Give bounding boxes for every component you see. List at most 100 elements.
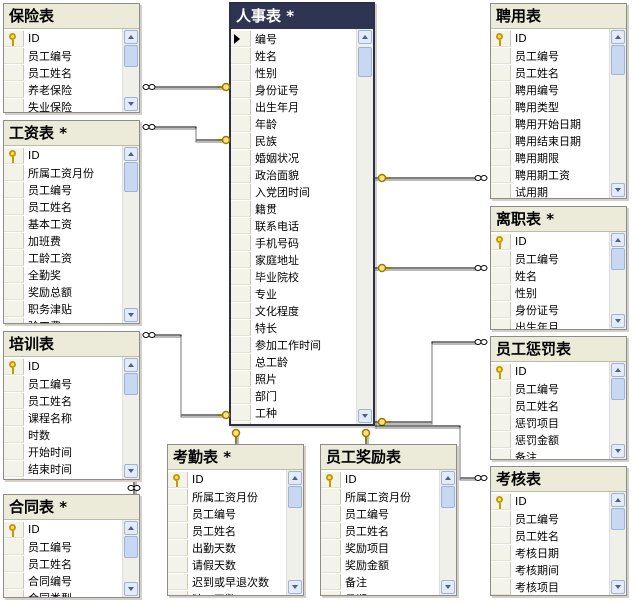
row-selector[interactable] [168, 590, 188, 595]
row-selector[interactable] [4, 181, 24, 198]
row-selector[interactable] [4, 164, 24, 181]
field-row[interactable]: 政治面貌 [231, 166, 356, 183]
field-row[interactable]: 时数 [4, 426, 122, 443]
row-selector[interactable] [231, 217, 251, 234]
field-row[interactable]: 员工编号 [491, 380, 609, 397]
row-selector[interactable] [4, 283, 24, 300]
row-selector[interactable] [168, 556, 188, 573]
field-row[interactable]: 工龄工资 [4, 249, 122, 266]
scroll-up-icon[interactable] [611, 493, 625, 507]
field-row[interactable]: 手机号码 [231, 234, 356, 251]
vertical-scrollbar[interactable] [609, 232, 626, 329]
row-selector[interactable] [491, 132, 511, 149]
row-selector[interactable] [231, 268, 251, 285]
field-row[interactable]: 出生年月 [231, 98, 356, 115]
field-row[interactable]: 所属工资月份 [4, 164, 122, 181]
field-row[interactable]: 姓名 [491, 267, 609, 284]
row-selector[interactable] [4, 409, 24, 426]
row-selector[interactable] [231, 30, 251, 47]
row-selector[interactable] [491, 47, 511, 64]
row-selector[interactable] [231, 166, 251, 183]
row-selector[interactable] [491, 64, 511, 81]
field-row[interactable]: 职务 [231, 421, 356, 424]
scroll-up-icon[interactable] [124, 30, 138, 44]
field-row[interactable]: 民族 [231, 132, 356, 149]
scroll-thumb[interactable] [124, 536, 138, 558]
field-row[interactable]: 试用期 [491, 183, 609, 198]
row-selector[interactable] [491, 267, 511, 284]
row-selector[interactable] [4, 266, 24, 283]
row-selector[interactable] [4, 555, 24, 572]
vertical-scrollbar[interactable] [356, 29, 373, 424]
row-selector[interactable] [4, 81, 24, 98]
field-row[interactable]: 员工姓名 [4, 392, 122, 409]
field-row[interactable]: 聘用类型 [491, 98, 609, 115]
row-selector[interactable] [491, 431, 511, 448]
row-selector[interactable] [168, 505, 188, 522]
table-title[interactable]: 离职表 * [491, 207, 626, 232]
row-selector[interactable] [231, 149, 251, 166]
field-row[interactable]: ID [4, 358, 122, 375]
field-row[interactable]: 身份证号 [231, 81, 356, 98]
table-title[interactable]: 人事表 * [231, 4, 373, 29]
table-title[interactable]: 员工奖励表 [321, 445, 456, 470]
vertical-scrollbar[interactable] [609, 29, 626, 198]
scroll-down-icon[interactable] [124, 464, 138, 478]
field-row[interactable]: 课程名称 [4, 409, 122, 426]
row-selector[interactable] [491, 578, 511, 595]
row-selector[interactable] [321, 505, 341, 522]
row-selector[interactable] [4, 426, 24, 443]
row-selector[interactable] [321, 590, 341, 595]
row-selector[interactable] [231, 404, 251, 421]
scroll-down-icon[interactable] [288, 580, 302, 594]
field-row[interactable]: 聘用开始日期 [491, 115, 609, 132]
field-row[interactable]: 出勤天数 [168, 539, 286, 556]
row-selector[interactable] [4, 215, 24, 232]
row-selector[interactable] [491, 544, 511, 561]
field-row[interactable]: 惩罚项目 [491, 414, 609, 431]
row-selector[interactable] [231, 336, 251, 353]
table-title[interactable]: 考勤表 * [168, 445, 303, 470]
entity-table-training[interactable]: 培训表ID员工编号员工姓名课程名称时数开始时间结束时间成绩 [3, 331, 140, 480]
field-row[interactable]: 员工编号 [168, 505, 286, 522]
field-row[interactable]: ID [491, 363, 609, 380]
row-selector[interactable] [231, 47, 251, 64]
row-selector[interactable] [4, 589, 24, 597]
row-selector[interactable] [231, 251, 251, 268]
row-selector[interactable] [231, 302, 251, 319]
row-selector[interactable] [491, 527, 511, 544]
field-row[interactable]: ID [4, 147, 122, 164]
field-row[interactable]: 员工编号 [4, 181, 122, 198]
field-row[interactable]: 日期 [321, 590, 439, 595]
row-selector[interactable] [231, 370, 251, 387]
table-title[interactable]: 合同表 * [4, 495, 139, 520]
field-row[interactable]: 基本工资 [4, 215, 122, 232]
row-selector[interactable] [4, 572, 24, 589]
field-row[interactable]: 员工姓名 [4, 555, 122, 572]
row-selector[interactable] [231, 421, 251, 424]
row-selector[interactable] [321, 539, 341, 556]
field-row[interactable]: 请假天数 [168, 556, 286, 573]
entity-table-attendance[interactable]: 考勤表 *ID所属工资月份员工编号员工姓名出勤天数请假天数迟到或早退次数旷工天数 [167, 444, 304, 596]
scroll-up-icon[interactable] [441, 471, 455, 485]
row-selector[interactable] [231, 285, 251, 302]
field-row[interactable]: 员工姓名 [491, 397, 609, 414]
field-row[interactable]: 工种 [231, 404, 356, 421]
field-row[interactable]: 旷工天数 [168, 590, 286, 595]
row-selector[interactable] [4, 443, 24, 460]
row-selector[interactable] [4, 300, 24, 317]
scroll-thumb[interactable] [124, 162, 138, 192]
field-row[interactable]: 性别 [231, 64, 356, 81]
scroll-thumb[interactable] [611, 378, 625, 400]
field-row[interactable]: 籍贯 [231, 200, 356, 217]
row-selector[interactable] [4, 30, 24, 47]
field-row[interactable]: 性别 [491, 284, 609, 301]
vertical-scrollbar[interactable] [439, 470, 456, 595]
row-selector[interactable] [231, 81, 251, 98]
row-selector[interactable] [321, 471, 341, 488]
scroll-thumb[interactable] [611, 248, 625, 270]
row-selector[interactable] [168, 488, 188, 505]
